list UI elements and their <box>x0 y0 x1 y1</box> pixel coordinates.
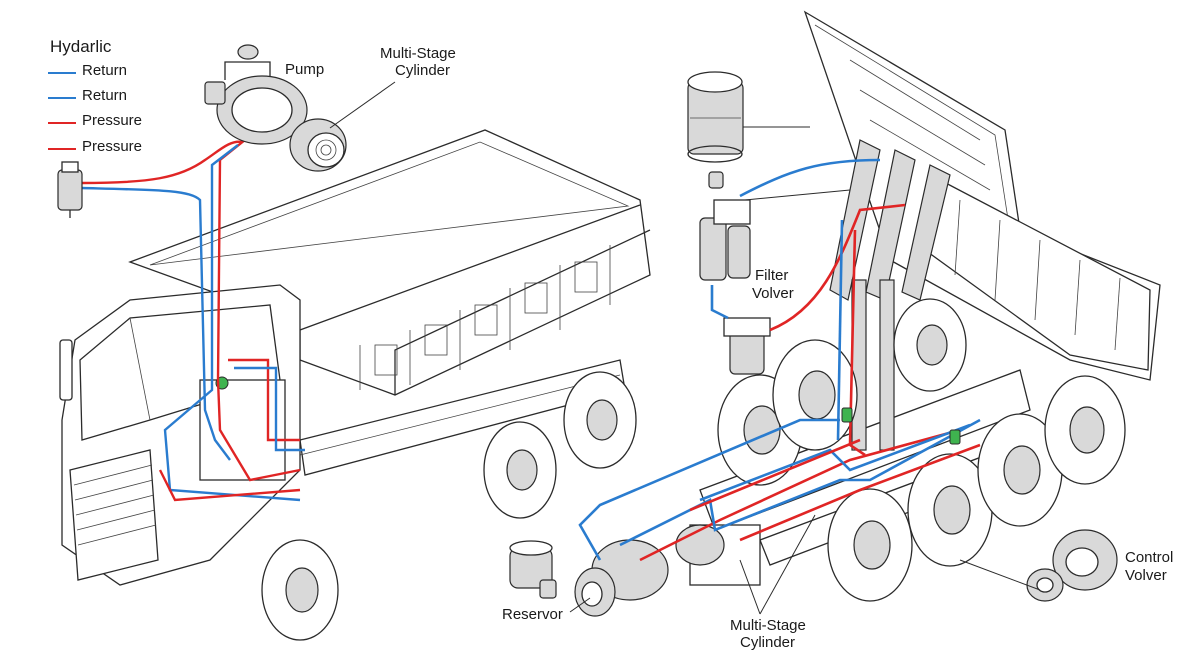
right-wheel-4 <box>907 453 993 567</box>
callout-multi-stage-top-line2: Cylinder <box>395 62 451 79</box>
legend-swatch-return-1 <box>48 72 76 74</box>
legend-label-pressure-2: Pressure <box>82 138 143 155</box>
callout-multi-stage-bottom-line1: Multi-Stage <box>730 617 806 634</box>
legend-label-pressure-1: Pressure <box>82 112 143 129</box>
callout-leaders-bottom <box>569 514 1041 615</box>
right-wheel-2 <box>772 339 858 451</box>
callout-control-line1: Control <box>1125 549 1174 566</box>
left-rear-wheel-2 <box>563 371 637 469</box>
filter-canister <box>687 71 744 189</box>
right-hydraulic-lines <box>578 158 981 562</box>
legend-title: Hydarlic <box>50 37 112 56</box>
right-wheel-5 <box>977 413 1063 527</box>
reservor-component <box>509 540 557 599</box>
callout-multi-stage-bottom-line2: Cylinder <box>740 634 796 651</box>
legend-swatch-pressure-1 <box>48 122 76 124</box>
filter-valve-assembly <box>699 199 771 375</box>
pump-assembly <box>204 44 347 172</box>
callout-filter-line1: Filter <box>755 267 789 284</box>
callout-filter-line2: Volver <box>752 285 794 302</box>
left-hydraulic-lines <box>81 139 305 502</box>
left-engine-block <box>199 379 286 481</box>
left-front-wheel <box>261 539 339 641</box>
callout-control-line2: Volver <box>1125 567 1167 584</box>
left-mirror <box>59 339 73 401</box>
legend-label-return-1: Return <box>82 62 128 79</box>
green-fittings <box>841 407 961 445</box>
right-wheel-3 <box>827 488 913 602</box>
left-dump-truck <box>59 129 651 641</box>
callout-reservor: Reservor <box>502 606 563 623</box>
legend-label-return-2: Return <box>82 87 128 104</box>
control-valve <box>1026 529 1118 602</box>
callout-pump: Pump <box>285 61 325 78</box>
right-dump-truck <box>509 10 1161 617</box>
right-wheel-6 <box>1044 375 1126 485</box>
left-rear-wheel-1 <box>483 421 557 519</box>
small-valve-left <box>57 161 83 218</box>
callout-multi-stage-top-line1: Multi-Stage <box>380 45 456 62</box>
left-grille <box>69 449 159 581</box>
right-wheel-7 <box>893 298 967 392</box>
legend-swatch-pressure-2 <box>48 148 76 150</box>
legend-swatch-return-2 <box>48 97 76 99</box>
